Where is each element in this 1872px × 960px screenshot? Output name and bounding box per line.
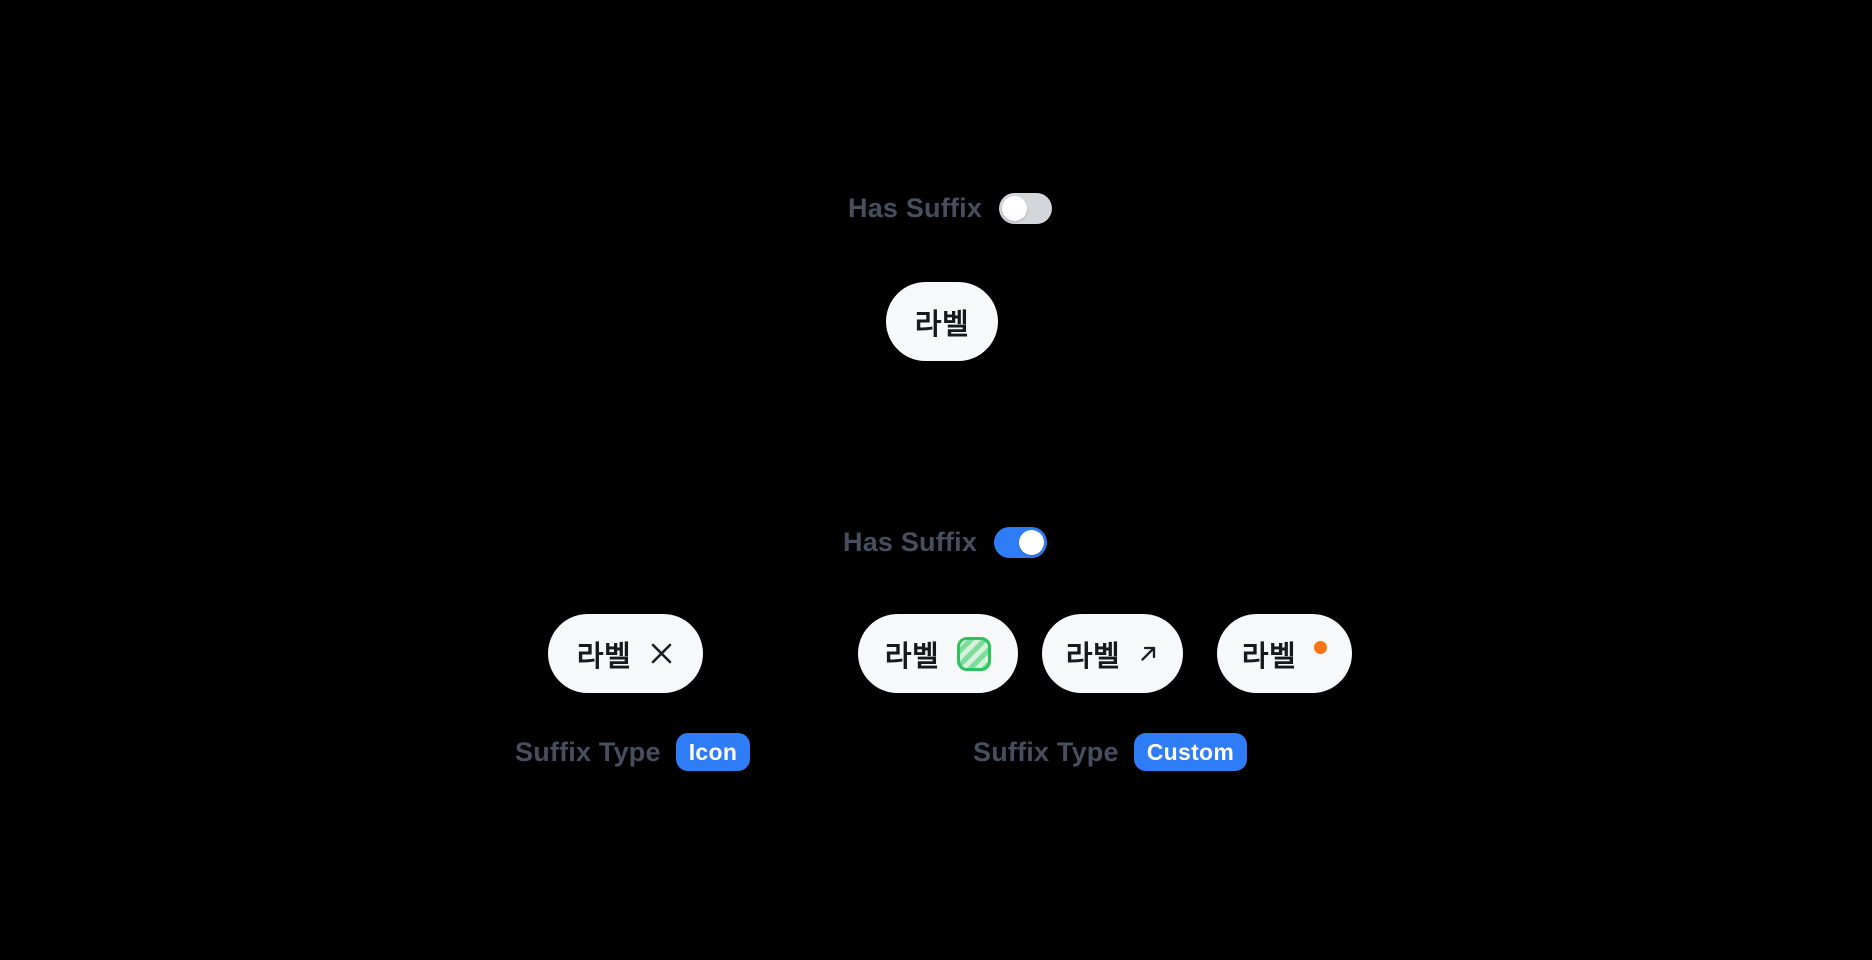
chip-label: 라벨 [1065, 640, 1121, 673]
chip-close-suffix[interactable]: 라벨 [548, 614, 703, 693]
chip-label: 라벨 [884, 640, 940, 673]
suffix-type-row-icon: Suffix Type Icon [515, 733, 751, 771]
has-suffix-control-row-on: Has Suffix [843, 527, 1048, 558]
chip-custom-suffix[interactable]: 라벨 [858, 614, 1018, 693]
suffix-type-row-custom: Suffix Type Custom [973, 733, 1248, 771]
chip-label: 라벨 [576, 640, 632, 673]
toggle-knob [1019, 530, 1045, 555]
chip-label: 라벨 [1241, 640, 1297, 673]
suffix-type-badge-icon: Icon [675, 733, 751, 771]
has-suffix-label: Has Suffix [843, 527, 978, 557]
has-suffix-toggle-off[interactable] [999, 193, 1053, 224]
arrow-up-right-icon [1138, 643, 1159, 664]
suffix-type-label: Suffix Type [973, 736, 1119, 767]
toggle-knob [1002, 196, 1028, 221]
chip-arrow-suffix[interactable]: 라벨 [1042, 614, 1183, 693]
chip-no-suffix[interactable]: 라벨 [886, 282, 998, 361]
orange-dot-icon [1314, 641, 1328, 660]
suffix-type-label: Suffix Type [515, 736, 661, 767]
has-suffix-label: Has Suffix [848, 193, 983, 223]
custom-placeholder-swatch-icon [957, 636, 992, 671]
suffix-type-badge-custom: Custom [1133, 733, 1248, 771]
has-suffix-toggle-on[interactable] [994, 527, 1048, 558]
close-icon[interactable] [649, 641, 674, 666]
has-suffix-control-row-off: Has Suffix [848, 193, 1053, 224]
chip-label: 라벨 [914, 308, 970, 341]
chip-dot-suffix[interactable]: 라벨 [1217, 614, 1352, 693]
